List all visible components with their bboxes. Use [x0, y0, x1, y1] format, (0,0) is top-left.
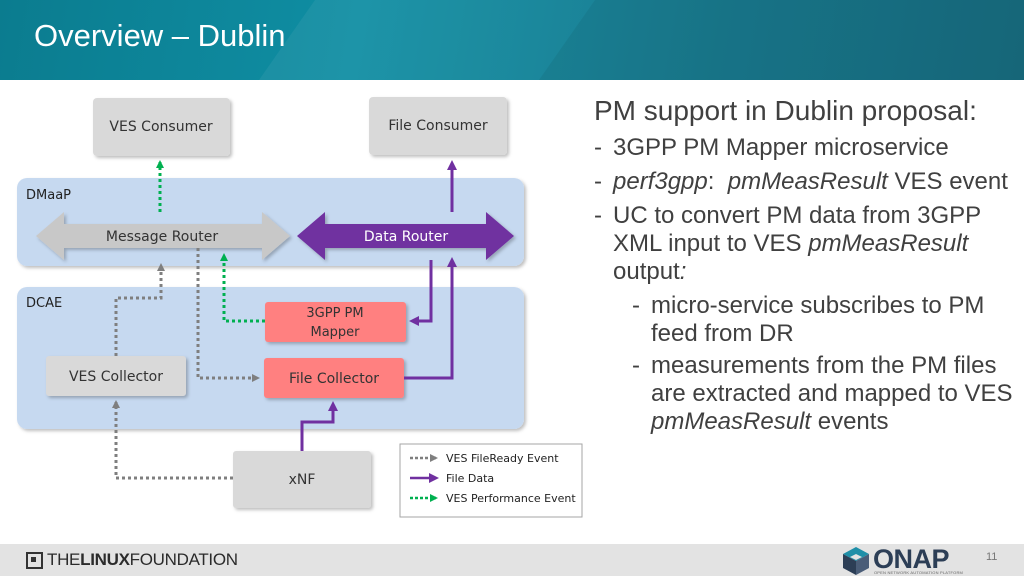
bullet-dash: - — [632, 292, 640, 319]
fileready-arrow-collector-to-mr — [114, 263, 165, 356]
dmaap-label: DMaaP — [26, 188, 71, 203]
bullet-item: - perf3gpp: pmMeasResult VES event — [594, 168, 1019, 196]
linux-foundation-logo: THELINUXFOUNDATION — [26, 550, 238, 570]
onap-tagline: OPEN NETWORK AUTOMATION PLATFORM — [874, 570, 964, 575]
file-data-arrow-collector-to-dr — [404, 257, 457, 380]
bullet-text-italic: pmMeasResult — [727, 168, 888, 195]
title-bar: Overview – Dublin — [0, 0, 1024, 80]
file-collector-label: File Collector — [289, 371, 379, 387]
ves-consumer-label: VES Consumer — [109, 119, 212, 135]
onap-wordmark: ONAP — [873, 544, 950, 574]
file-data-arrow-xnf-to-collector — [300, 401, 338, 451]
xnf-box — [233, 451, 371, 508]
page-number: 11 — [986, 551, 998, 563]
sub-bullet-text: micro-service subscribes to PM feed from… — [651, 292, 985, 347]
message-router-label: Message Router — [106, 229, 218, 245]
file-consumer-label: File Consumer — [388, 118, 488, 134]
linux-foundation-mark-icon — [26, 551, 43, 569]
legend-label-perf: VES Performance Event — [446, 492, 576, 505]
bullet-text-italic: perf3gpp — [613, 168, 708, 195]
bullet-text-italic: : — [679, 258, 687, 285]
file-consumer-box — [369, 97, 507, 155]
bullet-text: output — [613, 258, 680, 285]
legend-label-fileready: VES FileReady Event — [446, 452, 559, 465]
file-collector-box — [264, 358, 404, 398]
pm-mapper-label-line2: Mapper — [310, 325, 360, 340]
bullet-item: - 3GPP PM Mapper microservice — [594, 134, 1019, 162]
dcae-label: DCAE — [26, 296, 62, 311]
onap-logo: ONAP OPEN NETWORK AUTOMATION PLATFORM — [841, 544, 981, 576]
fileready-arrow-xnf-to-collector — [112, 400, 233, 480]
data-router-label: Data Router — [364, 229, 449, 245]
bullet-dash: - — [594, 134, 602, 161]
bullet-dash: - — [594, 168, 602, 195]
sub-bullet-item: - micro-service subscribes to PM feed fr… — [594, 292, 1019, 348]
pm-mapper-label-line1: 3GPP PM — [306, 306, 363, 321]
proposal-heading: PM support in Dublin proposal: — [594, 95, 977, 126]
file-data-arrow-dr-to-mapper — [409, 260, 433, 326]
message-router-arrow — [36, 212, 290, 260]
bullet-dash: - — [632, 352, 640, 379]
slide-title: Overview – Dublin — [34, 18, 286, 53]
ves-collector-box — [46, 356, 186, 396]
onap-cube-icon — [843, 547, 869, 575]
bullet-text: UC to convert PM data from 3GPP XML inpu… — [613, 202, 981, 257]
bullet-text-italic: pmMeasResult — [808, 230, 969, 257]
ves-consumer-box — [93, 98, 230, 156]
sub-bullet-text: events — [811, 408, 889, 435]
sub-bullet-item: - measurements from the PM files are ext… — [594, 352, 1019, 436]
fileready-arrow-mr-to-filecollector — [196, 248, 260, 382]
architecture-diagram: DMaaP DCAE VES Consumer File Consumer Me… — [17, 97, 583, 518]
linux-foundation-wordmark: THELINUXFOUNDATION — [47, 550, 238, 569]
xnf-label: xNF — [289, 472, 316, 488]
proposal-text: PM support in Dublin proposal: - 3GPP PM… — [594, 94, 1019, 440]
sub-bullet-text-italic: pmMeasResult — [651, 408, 812, 435]
bullet-item: - UC to convert PM data from 3GPP XML in… — [594, 202, 1019, 286]
bullet-text: 3GPP PM Mapper microservice — [613, 134, 949, 161]
legend-label-filedata: File Data — [446, 472, 494, 485]
ves-collector-label: VES Collector — [69, 369, 163, 385]
pm-mapper-box — [265, 302, 406, 342]
bullet-dash: - — [594, 202, 602, 229]
sub-bullet-text: measurements from the PM files are extra… — [651, 352, 1013, 407]
bullet-text: VES event — [887, 168, 1008, 195]
bullet-text: : — [707, 168, 728, 195]
perf-event-arrow-mapper-to-mr — [220, 253, 265, 323]
data-router-arrow — [297, 212, 514, 260]
